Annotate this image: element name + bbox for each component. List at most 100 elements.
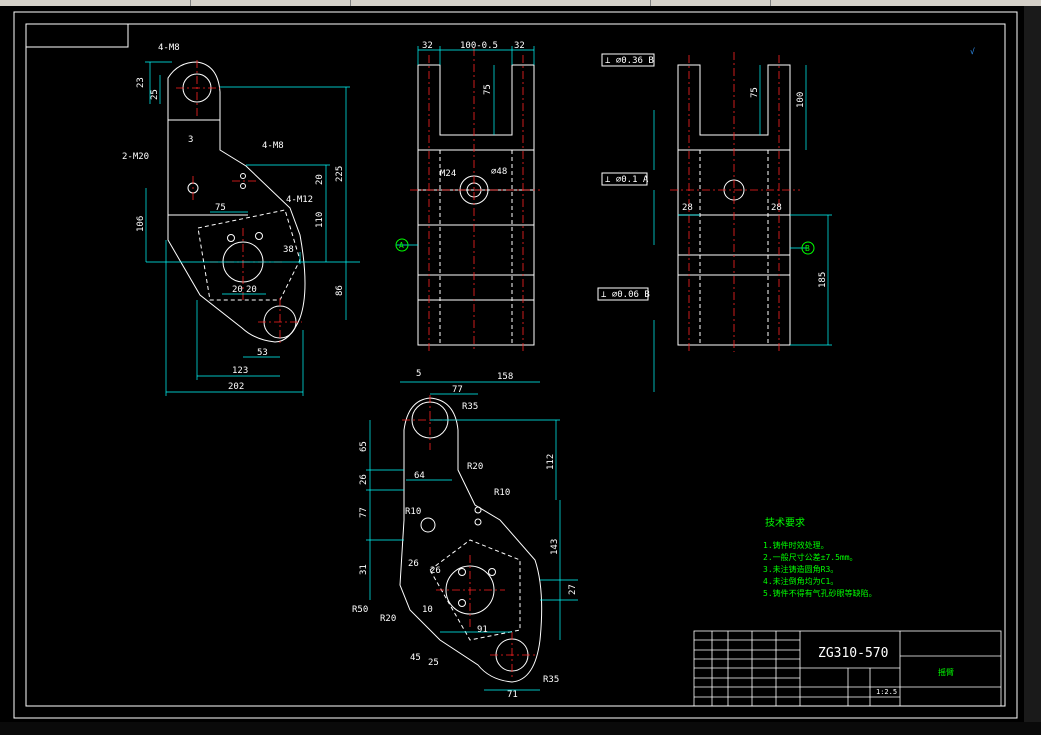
dim-label: 100-0.5 bbox=[460, 41, 498, 51]
dim-label: 106 bbox=[136, 216, 146, 232]
dim-label: R10 bbox=[405, 507, 421, 517]
dim-label: 86 bbox=[335, 285, 345, 296]
dim-label: 25 bbox=[150, 89, 160, 100]
tech-req-item: 3.未注铸造圆角R3。 bbox=[763, 564, 838, 574]
view-front-labels: 4-M8 2-M20 4-M8 4-M12 23 25 3 75 20 225 … bbox=[122, 43, 345, 392]
dim-label: R10 bbox=[494, 488, 510, 498]
dim-label: 26 bbox=[359, 474, 369, 485]
dim-label: R20 bbox=[380, 614, 396, 624]
dim-label: 26 bbox=[430, 566, 441, 576]
dim-label: 31 bbox=[359, 564, 369, 575]
dim-label: 65 bbox=[359, 441, 369, 452]
roughness-symbol: √ bbox=[970, 47, 975, 56]
dim-label: 75 bbox=[750, 87, 760, 98]
dim-label: 20 bbox=[246, 285, 257, 295]
dim-label: 25 bbox=[428, 658, 439, 668]
view-side-labels: 32 100-0.5 32 75 M24 ⌀48 A bbox=[399, 41, 525, 250]
dim-label: 77 bbox=[359, 507, 369, 518]
gdt-frames bbox=[597, 53, 655, 301]
dim-label: 10 bbox=[422, 605, 433, 615]
sheet-border bbox=[13, 11, 1018, 719]
dim-label: R35 bbox=[543, 675, 559, 685]
label-m24: M24 bbox=[440, 169, 456, 179]
dim-label: R50 bbox=[352, 605, 368, 615]
dim-label: 75 bbox=[215, 203, 226, 213]
toolbar-segment bbox=[0, 0, 191, 6]
dim-label: 32 bbox=[422, 41, 433, 51]
dim-label: 185 bbox=[818, 272, 828, 288]
drawing-number: ZG310-570 bbox=[818, 646, 888, 661]
datum-a-marker bbox=[395, 238, 409, 252]
tech-req-heading: 技术要求 bbox=[765, 516, 805, 529]
dim-label: 64 bbox=[414, 471, 425, 481]
dim-label: 20 bbox=[315, 174, 325, 185]
dim-label: 71 bbox=[507, 690, 518, 700]
dim-label: 3 bbox=[188, 135, 193, 145]
dim-label: R35 bbox=[462, 402, 478, 412]
callout-4-m8-b: 4-M8 bbox=[262, 141, 284, 151]
view-front-dimensions bbox=[145, 61, 360, 396]
gdt-tol-2: ⊥ ⌀0.1 A bbox=[605, 175, 649, 185]
toolbar-segment bbox=[190, 0, 351, 6]
view-front-centerlines bbox=[176, 60, 302, 346]
datum-a-label: A bbox=[399, 241, 404, 250]
view-section-dimensions bbox=[366, 381, 578, 691]
dim-label: 91 bbox=[477, 625, 488, 635]
top-toolbar-strip bbox=[0, 0, 1041, 6]
dim-label: 53 bbox=[257, 348, 268, 358]
label-dia-48: ⌀48 bbox=[491, 167, 507, 177]
tech-req-item: 5.铸件不得有气孔砂眼等缺陷。 bbox=[763, 588, 877, 598]
dim-label: 32 bbox=[514, 41, 525, 51]
dim-label: 112 bbox=[546, 454, 556, 470]
callout-4-m8-a: 4-M8 bbox=[158, 43, 180, 53]
vertical-scrollbar[interactable] bbox=[1024, 6, 1041, 735]
view-section bbox=[399, 397, 543, 683]
dim-label: 27 bbox=[568, 584, 578, 595]
dim-label: 28 bbox=[771, 203, 782, 213]
dim-label: 38 bbox=[283, 245, 294, 255]
tech-req-item: 4.未注倒角均为C1。 bbox=[763, 576, 838, 586]
tech-req-item: 1.铸件时效处理。 bbox=[763, 540, 829, 550]
dim-label: 100 bbox=[796, 92, 806, 108]
view-section-labels: 5 77 158 R35 65 112 R20 64 26 R10 R10 77… bbox=[352, 369, 578, 700]
dim-label: 77 bbox=[452, 385, 463, 395]
dim-label: 143 bbox=[550, 539, 560, 555]
view-rear-labels: ⊥ ⌀0.36 B ⊥ ⌀0.1 A ⊥ ⌀0.06 B 75 100 28 1… bbox=[601, 56, 828, 300]
view-front bbox=[167, 61, 306, 343]
dim-label: 75 bbox=[483, 84, 493, 95]
drawing-frame bbox=[25, 23, 1006, 707]
datum-b-label: B bbox=[805, 244, 810, 253]
dim-label: R20 bbox=[467, 462, 483, 472]
dim-label: 23 bbox=[136, 77, 146, 88]
dim-label: 28 bbox=[682, 203, 693, 213]
dim-label: 110 bbox=[315, 212, 325, 228]
view-rear-dimensions bbox=[653, 65, 832, 392]
dim-label: 158 bbox=[497, 372, 513, 382]
toolbar-segment bbox=[350, 0, 651, 6]
callout-4-m12: 4-M12 bbox=[286, 195, 313, 205]
datum-b-marker bbox=[801, 241, 815, 255]
dim-label: 225 bbox=[335, 166, 345, 182]
view-rear-centerlines bbox=[670, 52, 800, 352]
toolbar-segment bbox=[650, 0, 771, 6]
view-side bbox=[417, 64, 535, 346]
dim-label: 202 bbox=[228, 382, 244, 392]
view-side-centerlines bbox=[410, 48, 540, 352]
dim-label: 26 bbox=[408, 559, 419, 569]
scale-value: 1:2.5 bbox=[876, 688, 897, 696]
title-block bbox=[693, 630, 1002, 707]
part-name: 摇臂 bbox=[938, 667, 954, 677]
technical-requirements: 技术要求 1.铸件时效处理。 2.一般尺寸公差±7.5mm。 3.未注铸造圆角R… bbox=[763, 516, 877, 598]
view-side-dimensions bbox=[396, 46, 535, 246]
gdt-tol-1: ⊥ ⌀0.36 B bbox=[605, 56, 654, 66]
dim-label: 123 bbox=[232, 366, 248, 376]
gdt-tol-3: ⊥ ⌀0.06 B bbox=[601, 290, 650, 300]
dim-label: 45 bbox=[410, 653, 421, 663]
cad-drawing-canvas[interactable]: √ 4-M8 2-M20 4-M8 bbox=[0, 0, 1024, 722]
bottom-status-strip bbox=[0, 722, 1041, 735]
dim-label: 20 bbox=[232, 285, 243, 295]
callout-2-m20: 2-M20 bbox=[122, 152, 149, 162]
code-box bbox=[26, 24, 129, 48]
tech-req-item: 2.一般尺寸公差±7.5mm。 bbox=[763, 552, 858, 562]
dim-label: 5 bbox=[416, 369, 421, 379]
